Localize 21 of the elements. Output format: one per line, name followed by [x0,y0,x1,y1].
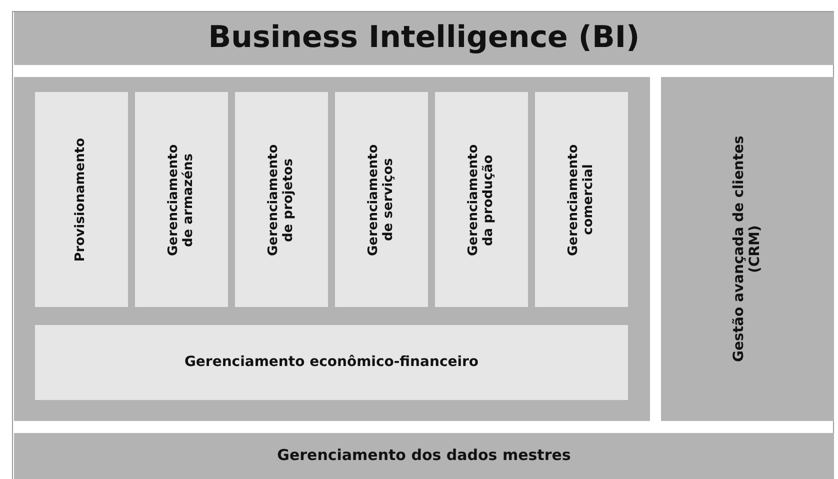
module-label: Gerenciamento econômico-financeiro [184,354,479,371]
module-label: Gerenciamento da produção [466,144,496,256]
module-label: Provisionamento [74,138,89,262]
module-label: Gerenciamento comercial [566,144,596,256]
module-box [535,92,628,307]
module-box [435,92,528,307]
module-box [35,92,128,307]
module-box [135,92,228,307]
module-label: Gerenciamento de projetos [266,144,296,256]
title-band [14,12,834,65]
module-panel [14,77,650,421]
module-box [35,325,628,400]
module-label: Gerenciamento dos dados mestres [277,447,571,465]
title: Business Intelligence (BI) [208,21,640,56]
side-band [661,77,834,421]
bottom-band [14,433,834,479]
module-label: Gestão avançada de clientes (CRM) [731,134,764,364]
module-label: Gerenciamento de armazéns [166,144,196,256]
module-label: Gerenciamento de serviços [366,144,396,256]
module-box [335,92,428,307]
module-box [235,92,328,307]
